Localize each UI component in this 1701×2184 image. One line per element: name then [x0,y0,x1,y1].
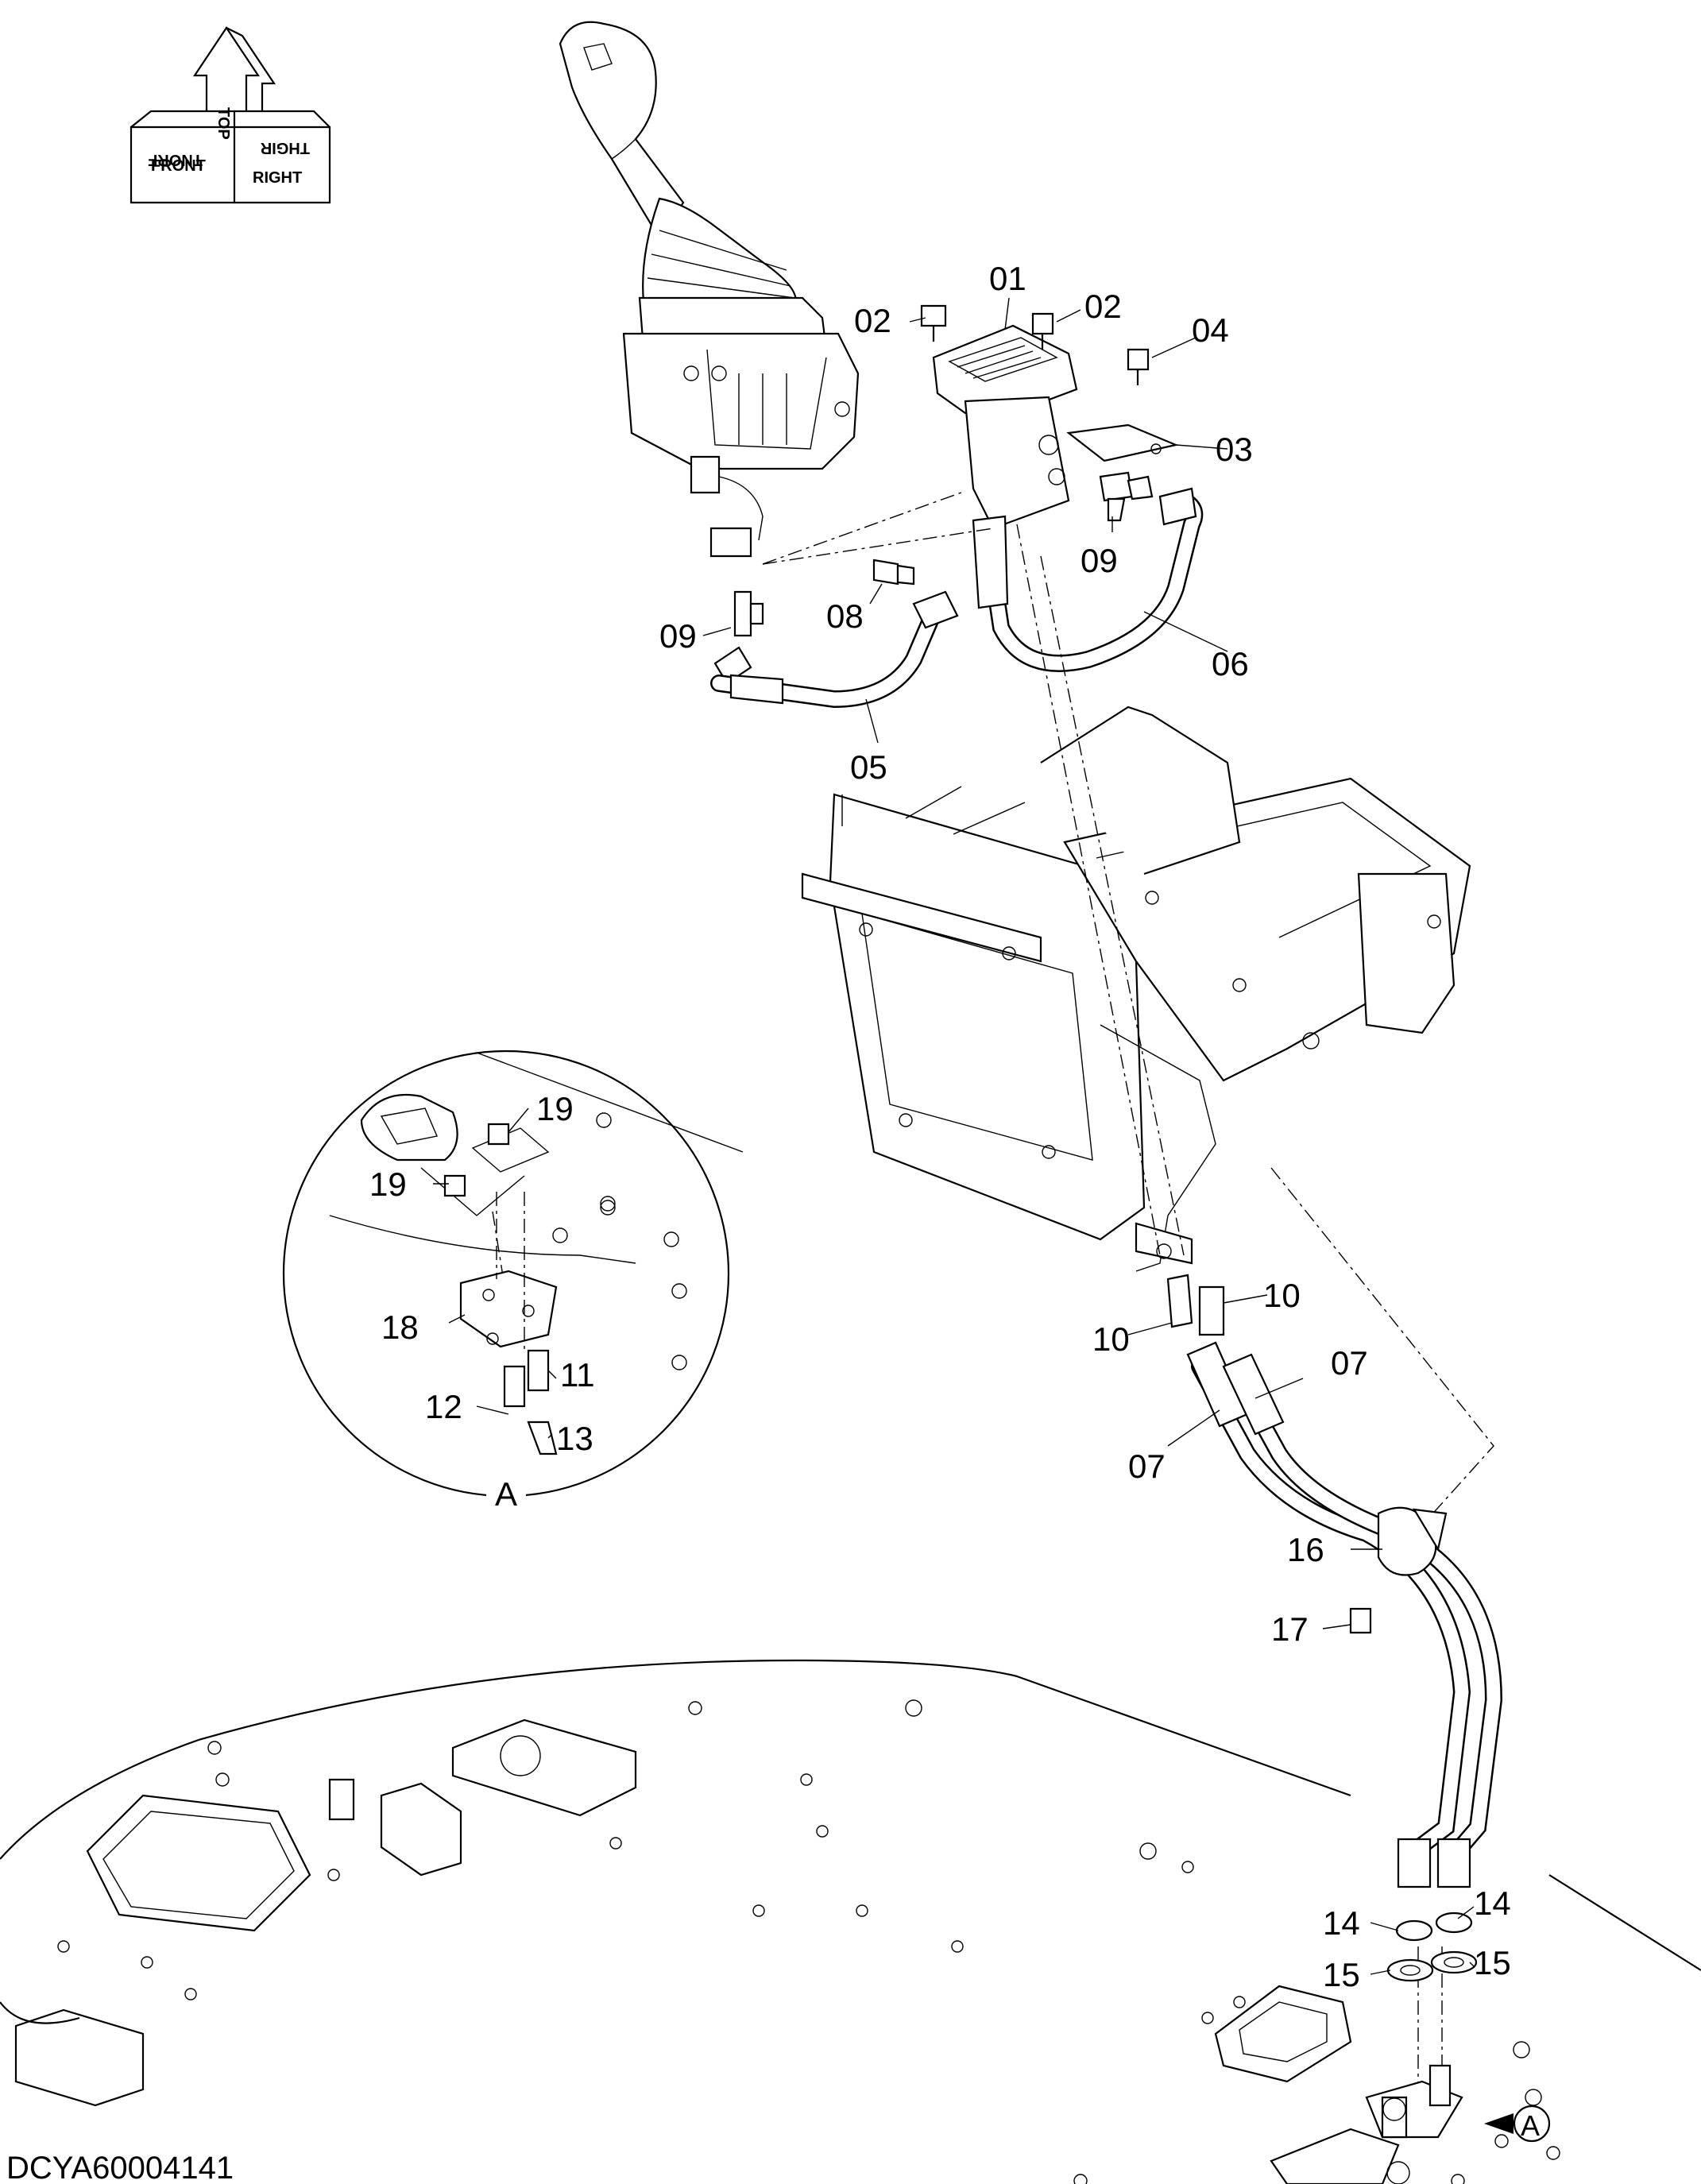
callout-15-left: 15 [1323,1956,1360,1993]
clamp-16 [1349,1506,1448,1634]
washers [1386,1911,1478,1982]
orientation-label-front: FRONT [151,157,206,175]
callouts: 01 02 02 03 04 05 06 07 07 08 09 09 10 1… [369,260,1511,1993]
callout-07-right: 07 [1331,1344,1368,1382]
svg-text:THGIR: THGIR [260,139,310,157]
callout-08: 08 [826,597,864,635]
callout-10-left: 10 [1092,1320,1130,1358]
hose-06 [972,487,1204,672]
callout-09-left: 09 [659,617,697,655]
callout-18: 18 [381,1308,419,1346]
detail-view-a [282,1049,744,1498]
assembly-lines [492,492,1494,2097]
joystick-lever [559,21,860,558]
leader-lines [433,297,1475,1975]
orientation-label-right: RIGHT [253,169,302,187]
detail-view-label: A [495,1475,517,1513]
callout-02-left: 02 [854,302,891,339]
callout-11: 11 [560,1356,595,1394]
callout-19-top: 19 [536,1090,574,1127]
detail-labels: A A [486,1474,1551,2143]
callout-03: 03 [1216,431,1253,468]
callout-09-right: 09 [1081,542,1118,579]
callout-07-left: 07 [1128,1448,1166,1485]
callout-19-mid: 19 [369,1165,407,1203]
callout-02-right: 02 [1084,288,1122,325]
callout-17: 17 [1271,1610,1309,1648]
callout-01: 01 [989,260,1026,297]
drawing-code: DCYA60004141 [6,2151,234,2184]
hose-07-pair [1186,1341,1503,1888]
orientation-symbol: FRONT TOP RIGHT TNORF THGIR [130,26,331,204]
callout-06: 06 [1212,645,1249,682]
orientation-label-top: TOP [215,107,232,140]
floor-plate [0,1659,1701,2184]
callout-15-right: 15 [1474,1944,1511,1981]
fittings-10 [1166,1274,1225,1336]
hose-05 [710,590,959,709]
callout-14-right: 14 [1474,1884,1511,1922]
fittings [713,471,1154,685]
svg-text:TNORF: TNORF [148,151,203,168]
callout-05: 05 [850,748,887,786]
callout-12: 12 [425,1388,462,1425]
detail-marker-label: A [1521,2109,1540,2142]
callout-04: 04 [1192,311,1229,349]
callout-16: 16 [1287,1531,1324,1568]
callout-14-left: 14 [1323,1904,1360,1942]
valve-block-01 [920,304,1179,530]
callout-10-right: 10 [1263,1277,1301,1314]
callout-13: 13 [556,1420,593,1457]
console-box [801,705,1471,1272]
